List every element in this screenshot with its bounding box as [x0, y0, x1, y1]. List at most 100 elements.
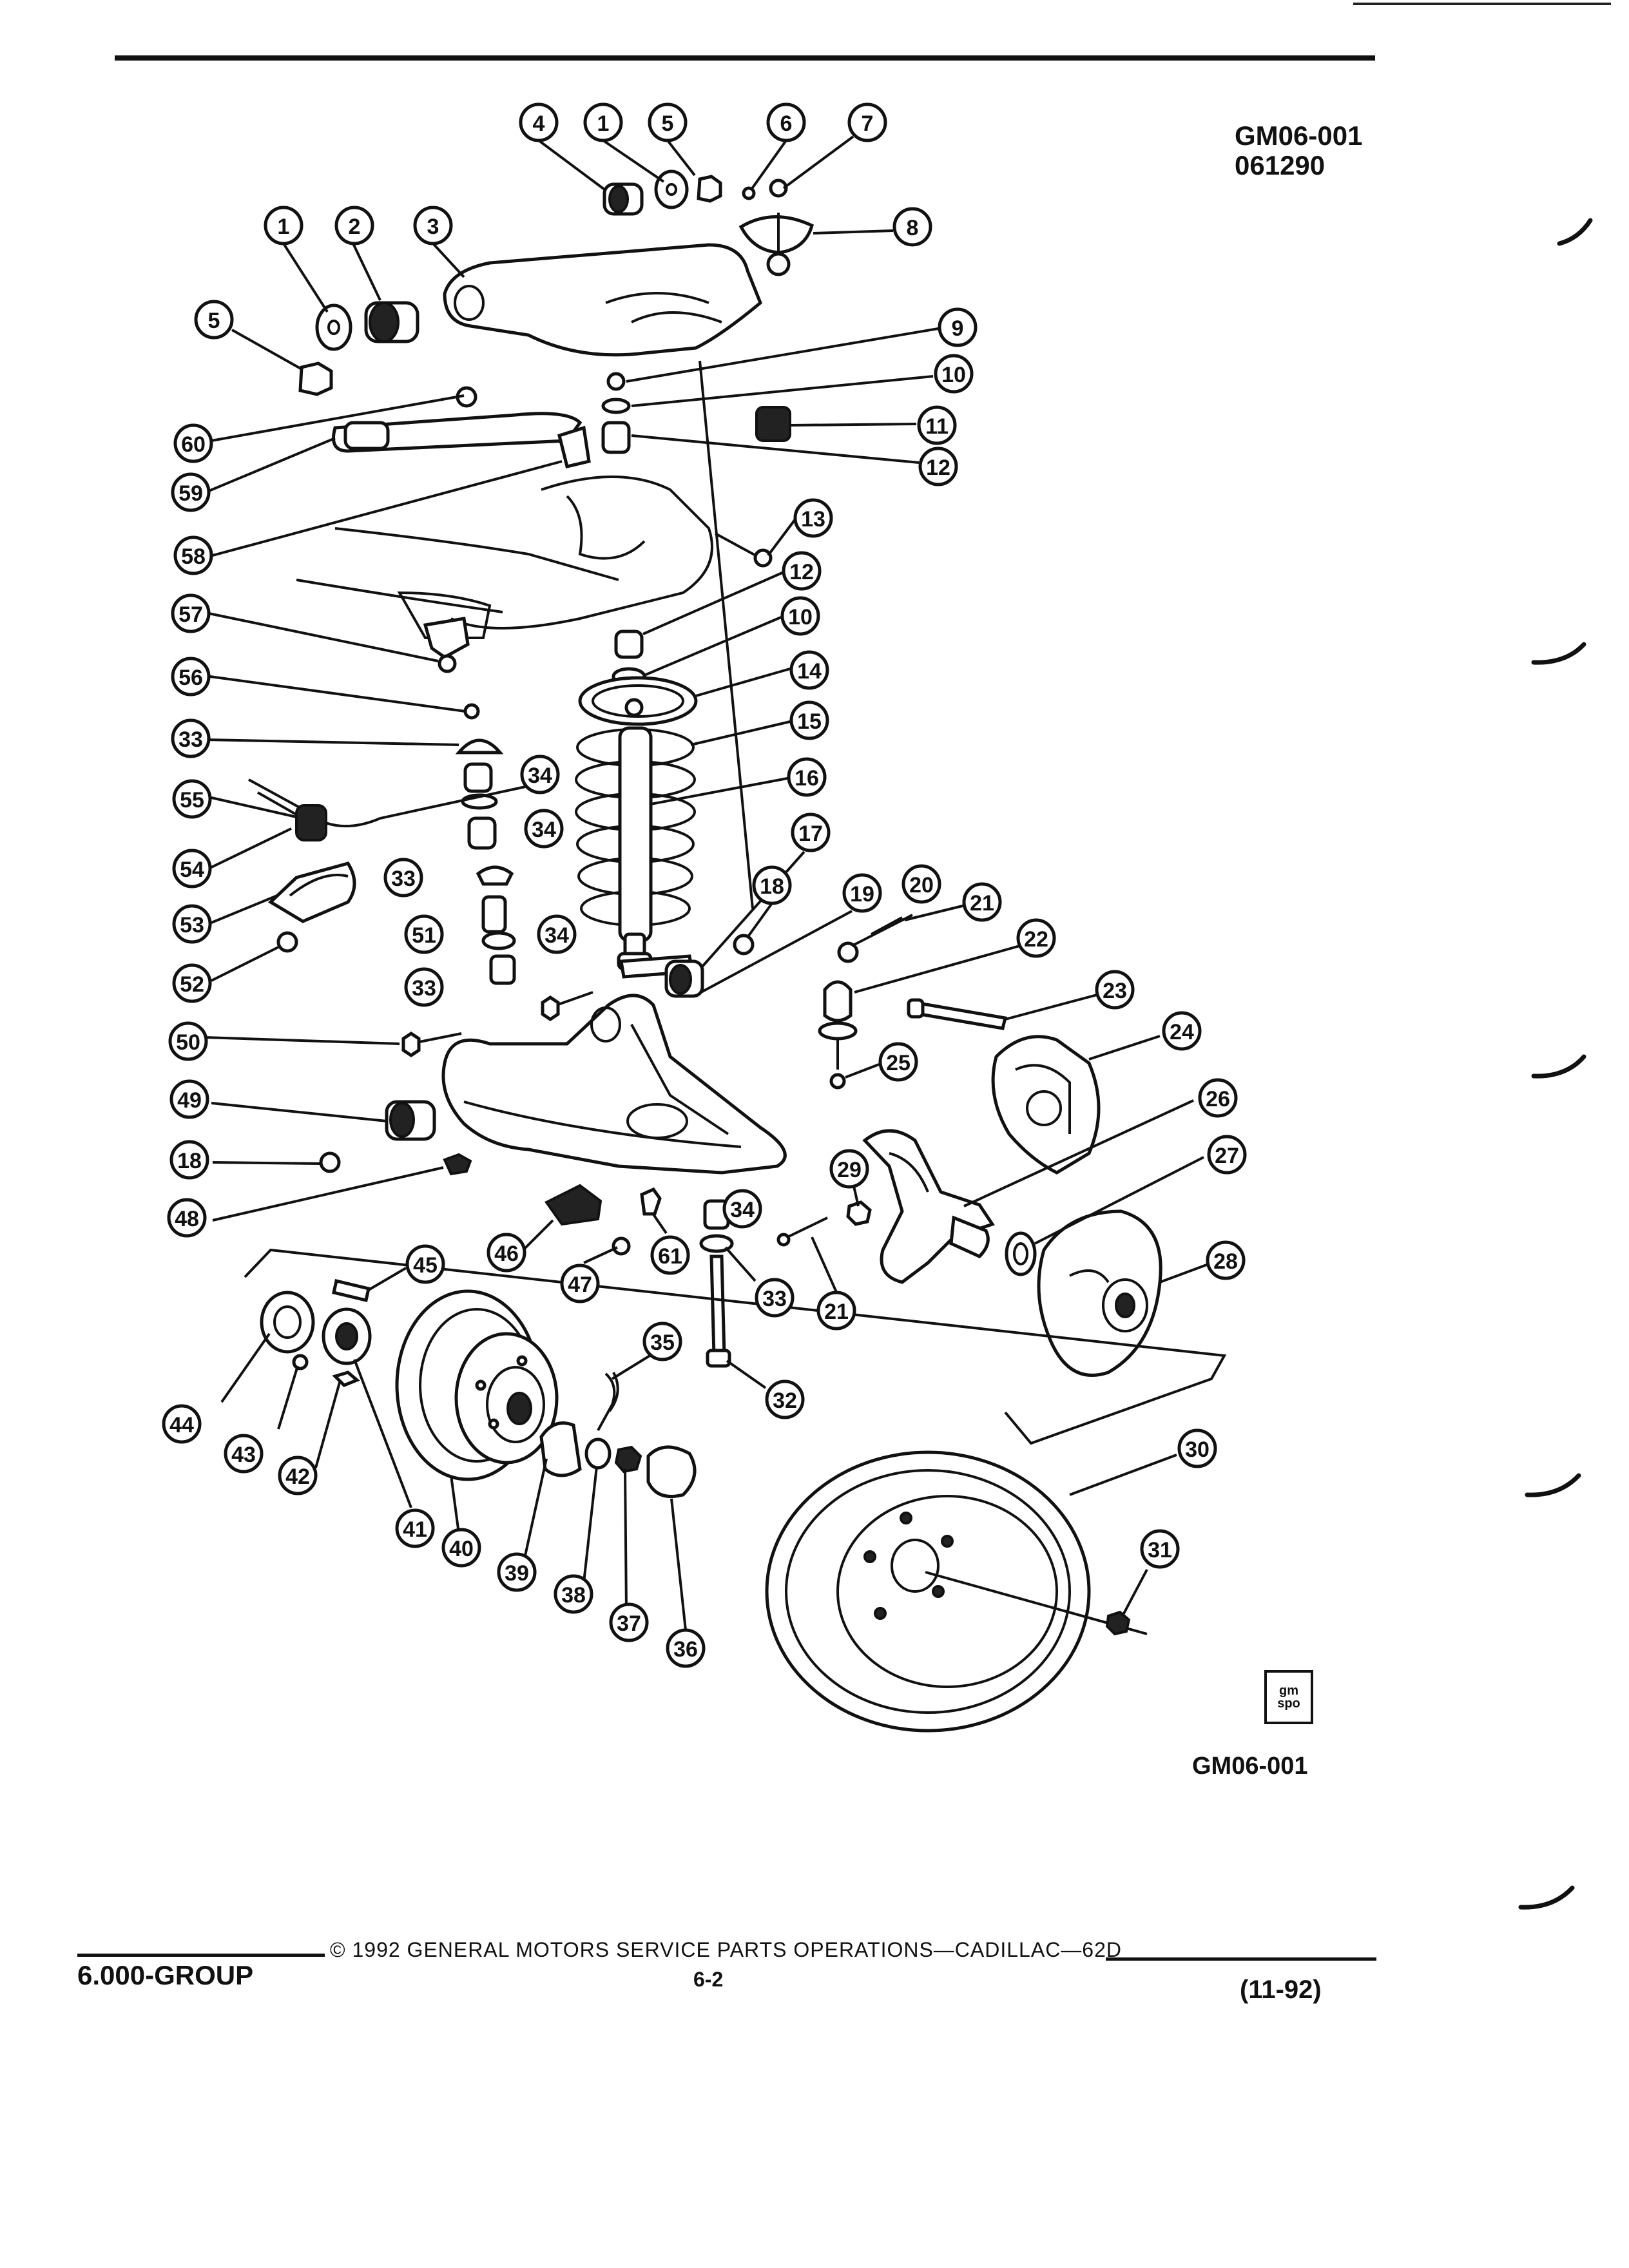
- nut-5-top: [697, 175, 722, 203]
- svg-text:61: 61: [658, 1244, 682, 1269]
- svg-text:10: 10: [941, 363, 966, 387]
- brake-caliper: [991, 1035, 1101, 1175]
- grommet-34b: [467, 816, 497, 850]
- clamp-53: [267, 861, 356, 923]
- svg-text:23: 23: [1103, 979, 1127, 1003]
- callout: 28: [1206, 1240, 1246, 1280]
- svg-text:37: 37: [617, 1611, 641, 1636]
- figure-reference: GM06-001 061290: [1235, 121, 1362, 180]
- callout: 30: [1177, 1428, 1217, 1468]
- grommet-34c: [489, 954, 516, 985]
- spindle-nut-37: [614, 1445, 642, 1474]
- callout: 32: [765, 1379, 805, 1419]
- callout: 11: [917, 405, 957, 445]
- footer-rule-left: [77, 1954, 325, 1957]
- svg-text:54: 54: [180, 858, 204, 882]
- bracket-58: [557, 425, 591, 468]
- svg-text:26: 26: [1206, 1087, 1230, 1111]
- callout: 34: [537, 914, 577, 954]
- upper-ball-joint: [738, 215, 814, 255]
- figure-caption: GM06-001: [1192, 1753, 1308, 1780]
- grease-seal: [1005, 1231, 1037, 1276]
- callout: 3: [413, 206, 453, 245]
- svg-text:22: 22: [1024, 927, 1048, 952]
- callout: 60: [173, 423, 213, 463]
- binder-edge-marks: [1518, 218, 1593, 1910]
- svg-text:13: 13: [801, 507, 825, 532]
- callout: 61: [650, 1235, 690, 1275]
- svg-text:21: 21: [970, 891, 994, 916]
- bolt-45: [332, 1278, 371, 1303]
- svg-text:5: 5: [208, 309, 220, 333]
- svg-text:36: 36: [673, 1637, 698, 1662]
- figure-id: GM06-001: [1235, 120, 1363, 151]
- callout: 53: [172, 904, 212, 944]
- bolt-42: [332, 1370, 360, 1387]
- svg-text:4: 4: [533, 111, 545, 136]
- footer-rule-right: [1106, 1957, 1376, 1961]
- bushing-54: [295, 804, 327, 841]
- callout: 12: [918, 447, 958, 486]
- callout: 55: [172, 779, 212, 819]
- svg-text:46: 46: [494, 1242, 519, 1266]
- svg-text:15: 15: [797, 709, 822, 734]
- svg-text:28: 28: [1213, 1249, 1238, 1274]
- nut-56: [463, 703, 480, 720]
- svg-text:32: 32: [773, 1389, 797, 1413]
- stabilizer-link-group: [248, 372, 791, 985]
- washer-38: [584, 1437, 612, 1470]
- callout: 35: [642, 1321, 682, 1361]
- callout: 18: [752, 865, 792, 905]
- callout: 5: [194, 300, 234, 340]
- shock-absorber: [618, 726, 653, 943]
- fitting-25: [829, 1073, 846, 1090]
- bumper-12b: [614, 629, 644, 659]
- svg-text:44: 44: [169, 1413, 194, 1437]
- fitting-61: [640, 1187, 662, 1216]
- svg-text:60: 60: [181, 432, 206, 457]
- fitting-7: [769, 178, 788, 198]
- svg-text:5: 5: [662, 111, 674, 136]
- nut-47: [612, 1236, 631, 1256]
- lower-control-arm-group: [319, 991, 787, 1368]
- svg-text:31: 31: [1148, 1538, 1172, 1562]
- upper-control-arm: [443, 243, 762, 357]
- callout: 5: [648, 102, 688, 142]
- retainer-33d: [699, 1234, 734, 1253]
- svg-text:33: 33: [762, 1287, 787, 1311]
- callout: 9: [938, 307, 978, 347]
- callout: 50: [168, 1021, 208, 1061]
- retainer-33c: [481, 931, 516, 950]
- nut-20: [837, 941, 859, 963]
- svg-text:57: 57: [178, 602, 203, 627]
- callout: 31: [1140, 1529, 1180, 1569]
- nut-43: [292, 1354, 309, 1370]
- callout: 14: [789, 650, 829, 690]
- callout: 58: [173, 535, 213, 575]
- callout: 36: [666, 1628, 706, 1668]
- svg-text:10: 10: [788, 605, 813, 629]
- callout: 17: [791, 812, 831, 852]
- nut-18b: [319, 1151, 341, 1173]
- svg-text:17: 17: [798, 822, 823, 846]
- callout: 1: [264, 206, 304, 245]
- callout: 1: [583, 102, 623, 142]
- insulator-10: [601, 398, 631, 414]
- callout: 8: [892, 207, 932, 247]
- top-rule: [115, 55, 1375, 61]
- svg-text:27: 27: [1215, 1144, 1239, 1168]
- svg-text:34: 34: [532, 818, 556, 842]
- page-number: 6-2: [693, 1968, 724, 1991]
- svg-text:30: 30: [1185, 1437, 1210, 1462]
- svg-text:20: 20: [909, 873, 934, 898]
- callout: 56: [171, 657, 211, 697]
- svg-text:55: 55: [180, 788, 204, 812]
- nut-18a: [733, 934, 755, 956]
- callout: 34: [520, 754, 560, 794]
- svg-text:11: 11: [925, 414, 949, 439]
- svg-text:16: 16: [795, 766, 819, 791]
- svg-text:52: 52: [180, 972, 204, 997]
- callout: 37: [609, 1602, 649, 1642]
- svg-text:56: 56: [178, 666, 203, 690]
